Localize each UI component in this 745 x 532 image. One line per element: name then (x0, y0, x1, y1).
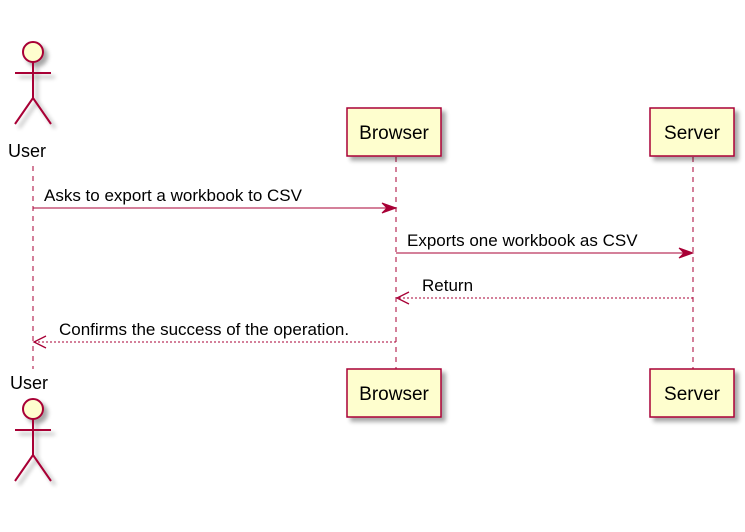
participant-server-top (649, 107, 735, 157)
actor-body (14, 419, 52, 482)
actor-user-top (14, 41, 52, 125)
participant-server-bottom-label: Server (664, 384, 721, 405)
participant-server-top-label: Server (664, 123, 721, 144)
actor-user-bottom (14, 398, 52, 482)
participant-server-bottom (649, 368, 735, 418)
message-4-arrowhead (32, 335, 47, 349)
actor-user-top-label: User (8, 141, 46, 161)
message-3-arrowhead (395, 291, 410, 305)
message-1-label: Asks to export a workbook to CSV (44, 186, 303, 205)
message-4-label: Confirms the success of the operation. (59, 320, 349, 339)
participant-browser-top-label: Browser (359, 123, 429, 144)
participant-browser-bottom-label: Browser (359, 384, 429, 405)
message-2-arrowhead (678, 247, 695, 259)
actor-user-bottom-label: User (10, 373, 48, 393)
participant-browser-top (346, 107, 442, 157)
actor-head (22, 398, 44, 420)
participant-browser-bottom (346, 368, 442, 418)
actor-body (14, 62, 52, 125)
actor-head (22, 41, 44, 63)
message-2-label: Exports one workbook as CSV (407, 231, 638, 250)
message-1-arrowhead (381, 202, 398, 214)
message-3-label: Return (422, 276, 473, 295)
